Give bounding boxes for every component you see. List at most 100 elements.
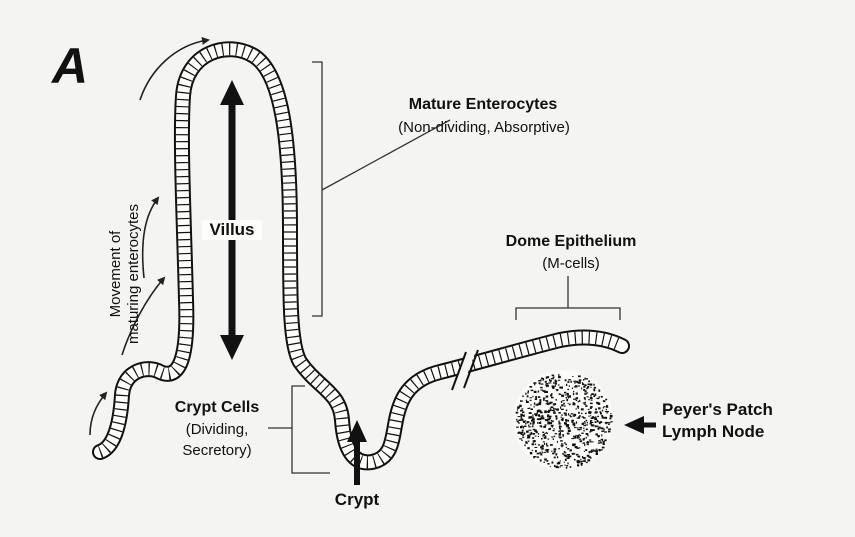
stipple-dot	[598, 407, 601, 409]
stipple-dot	[598, 440, 601, 441]
stipple-dot	[522, 430, 524, 432]
stipple-dot	[560, 394, 562, 395]
stipple-dot	[522, 395, 523, 397]
stipple-dot	[569, 415, 571, 417]
crypt-cells-title: Crypt Cells	[162, 398, 272, 418]
stipple-dot	[558, 435, 561, 436]
stipple-dot	[565, 419, 567, 420]
stipple-dot	[581, 433, 584, 434]
stipple-dot	[526, 400, 527, 402]
stipple-dot	[597, 416, 599, 417]
stipple-dot	[562, 434, 564, 436]
stipple-dot	[541, 449, 542, 451]
stipple-dot	[566, 447, 567, 448]
stipple-dot	[544, 462, 545, 463]
stipple-dot	[562, 453, 563, 455]
stipple-dot	[578, 375, 581, 377]
peyers-patch-lymph-node	[513, 370, 613, 470]
stipple-dot	[566, 384, 567, 386]
stipple-dot	[560, 428, 561, 429]
stipple-dot	[555, 380, 558, 382]
stipple-dot	[550, 444, 553, 446]
stipple-dot	[595, 450, 598, 452]
stipple-dot	[556, 389, 558, 391]
stipple-dot	[530, 397, 532, 398]
stipple-dot	[580, 428, 581, 430]
stipple-dot	[541, 384, 544, 385]
stipple-dot	[554, 428, 555, 429]
stipple-dot	[576, 454, 579, 456]
stipple-dot	[541, 378, 543, 380]
stipple-dot	[525, 393, 526, 395]
stipple-dot	[523, 426, 525, 428]
stipple-dot	[565, 452, 566, 453]
stipple-dot	[570, 449, 572, 451]
stipple-dot	[603, 407, 604, 408]
stipple-dot	[567, 381, 569, 383]
stipple-dot	[521, 434, 523, 435]
stipple-dot	[550, 466, 551, 467]
dome-epithelium-title: Dome Epithelium	[486, 232, 656, 252]
stipple-dot	[561, 409, 564, 410]
stipple-dot	[527, 421, 530, 423]
stipple-dot	[595, 411, 598, 413]
stipple-dot	[527, 395, 529, 397]
stipple-dot	[566, 410, 567, 412]
stipple-dot	[581, 388, 582, 390]
stipple-dot	[552, 375, 555, 377]
stipple-dot	[582, 383, 584, 385]
stipple-dot	[585, 378, 586, 380]
stipple-dot	[530, 416, 532, 418]
stipple-dot	[603, 406, 605, 407]
stipple-dot	[590, 457, 591, 459]
stipple-dot	[575, 385, 578, 387]
stipple-dot	[606, 409, 607, 410]
stipple-dot	[547, 415, 548, 417]
stipple-dot	[535, 447, 538, 448]
stipple-dot	[549, 417, 552, 419]
stipple-dot	[532, 418, 534, 420]
stipple-dot	[583, 425, 586, 426]
stipple-dot	[567, 433, 570, 435]
stipple-dot	[544, 437, 547, 439]
stipple-dot	[564, 442, 566, 443]
stipple-dot	[581, 413, 582, 414]
stipple-dot	[604, 439, 607, 441]
stipple-dot	[580, 461, 582, 463]
stipple-dot	[606, 423, 607, 424]
stipple-dot	[566, 465, 568, 466]
stipple-dot	[602, 410, 603, 412]
stipple-dot	[578, 408, 579, 409]
stipple-dot	[521, 432, 523, 434]
stipple-dot	[571, 420, 574, 422]
stipple-dot	[576, 393, 578, 395]
villus-label: Villus	[202, 220, 262, 240]
stipple-dot	[553, 388, 554, 389]
stipple-dot	[540, 379, 541, 381]
stipple-dot	[577, 406, 579, 408]
stipple-dot	[590, 421, 591, 423]
stipple-dot	[560, 407, 561, 409]
stipple-dot	[597, 420, 599, 421]
stipple-dot	[583, 457, 586, 459]
stipple-dot	[516, 419, 517, 420]
stipple-dot	[548, 439, 550, 440]
stipple-dot	[585, 398, 586, 400]
stipple-dot	[571, 413, 573, 414]
stipple-dot	[579, 439, 581, 440]
stipple-dot	[560, 387, 562, 388]
stipple-dot	[553, 453, 555, 454]
stipple-dot	[571, 381, 572, 383]
mature-bracket	[312, 62, 322, 316]
stipple-dot	[570, 466, 572, 468]
stipple-dot	[558, 448, 560, 449]
stipple-dot	[599, 411, 601, 413]
stipple-dot	[592, 429, 594, 431]
stipple-dot	[592, 451, 593, 452]
stipple-dot	[568, 379, 570, 380]
stipple-dot	[590, 406, 593, 408]
stipple-dot	[542, 432, 544, 434]
stipple-dot	[585, 413, 587, 414]
stipple-dot	[601, 415, 603, 417]
stipple-dot	[585, 390, 587, 392]
